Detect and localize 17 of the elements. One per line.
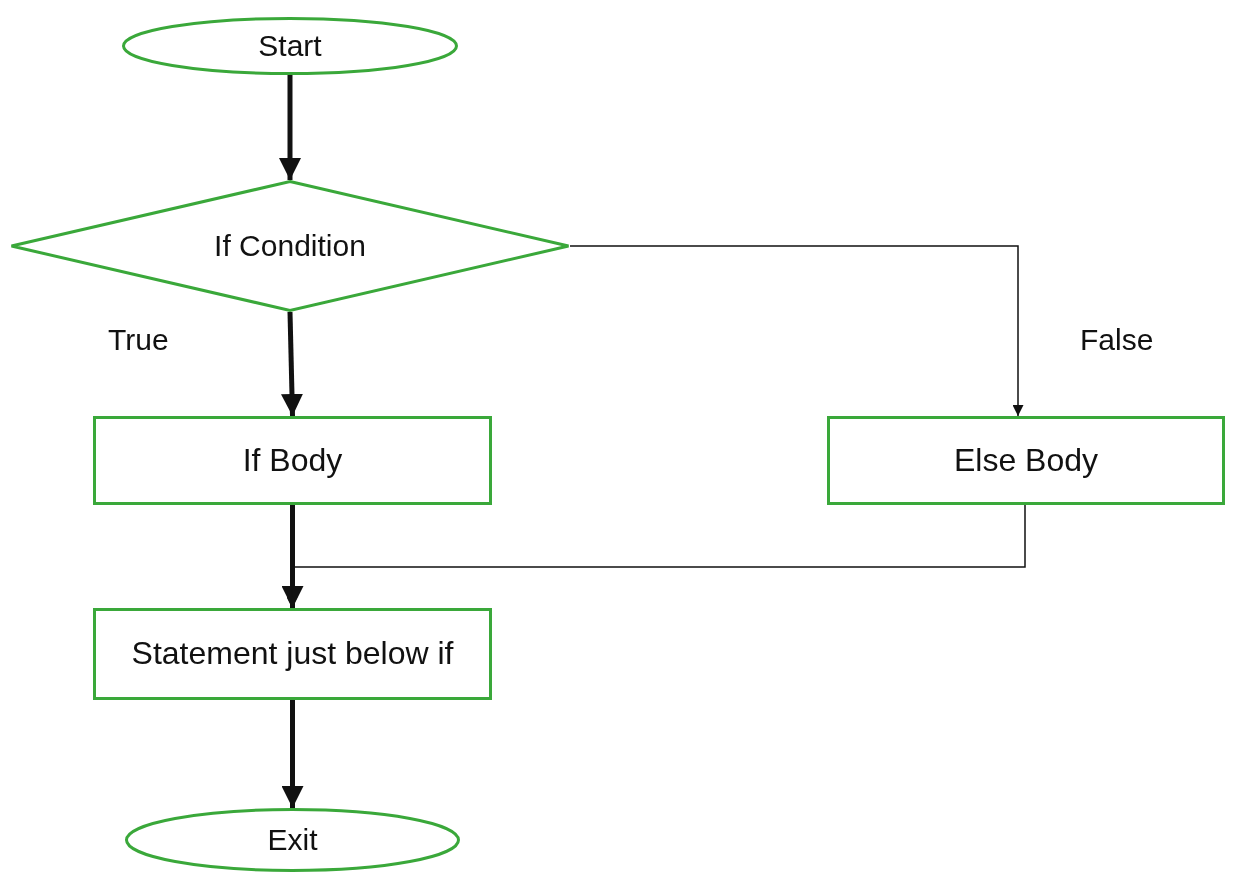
- terminal-oval: [122, 17, 458, 75]
- node-label: Statement just below if: [131, 637, 454, 671]
- arrow: [281, 505, 304, 608]
- node-label: Start: [258, 30, 322, 62]
- process-box: [93, 608, 492, 700]
- process-box: [827, 416, 1225, 505]
- node-label: If Condition: [214, 230, 366, 262]
- arrow: [281, 700, 304, 808]
- process-box: [93, 416, 492, 505]
- arrow: [280, 311, 303, 417]
- node-label: Else Body: [953, 443, 1099, 478]
- decision-diamond: [10, 180, 570, 312]
- arrow: [279, 75, 301, 180]
- arrow: [569, 245, 1024, 417]
- terminal-oval: [125, 808, 460, 872]
- node-label: If Body: [242, 443, 343, 478]
- node-label: Exit: [267, 824, 318, 856]
